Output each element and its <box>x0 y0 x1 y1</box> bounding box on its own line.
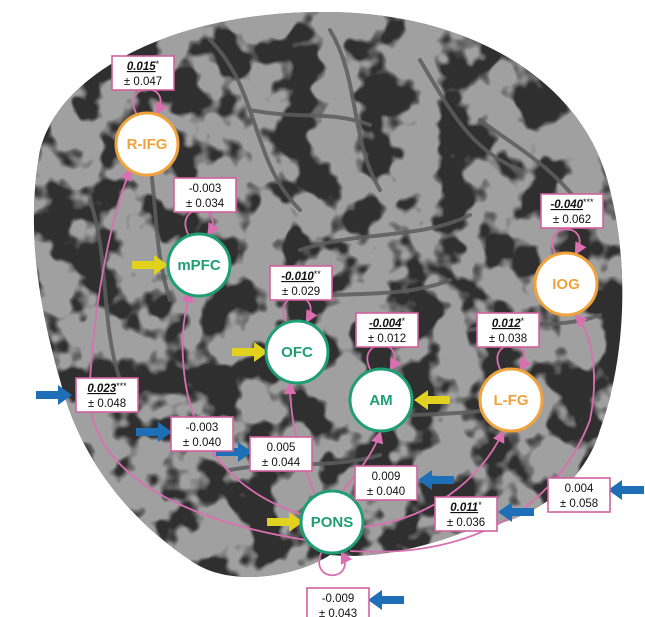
coef-error: ± 0.043 <box>319 608 357 617</box>
input-arrow-blue-self-pons <box>368 590 404 610</box>
node-ofc: OFC <box>266 321 328 383</box>
coef-label-self-pons: -0.009 ± 0.043 <box>307 588 369 617</box>
node-lfg: L-FG <box>480 369 542 431</box>
coef-value: 0.009 <box>372 471 401 483</box>
coef-label-self-lfg: 0.012* ± 0.038 <box>477 313 539 347</box>
node-mpfc: mPFC <box>168 234 230 296</box>
coef-error: ± 0.048 <box>88 398 126 410</box>
node-label: mPFC <box>177 257 221 274</box>
coef-value: 0.011* <box>450 500 482 514</box>
coef-label-pons-mpfc: -0.003 ± 0.040 <box>171 417 233 451</box>
coef-label-self-am: -0.004* ± 0.012 <box>356 313 418 347</box>
coef-label-pons-am: 0.009 ± 0.040 <box>355 466 417 500</box>
coef-label-self-iog: -0.040***± 0.062 <box>541 194 603 228</box>
coef-label-pons-rifg: 0.023***± 0.048 <box>76 378 138 412</box>
coef-label-pons-iog: 0.004 ± 0.058 <box>548 478 610 512</box>
coef-value: -0.009 <box>322 593 355 605</box>
coef-value: 0.005 <box>267 442 296 454</box>
node-am: AM <box>350 369 412 431</box>
node-label: AM <box>369 392 392 409</box>
coef-value: -0.004* <box>369 316 406 330</box>
coef-error: ± 0.038 <box>489 333 527 345</box>
coef-error: ± 0.040 <box>367 486 405 498</box>
coef-error: ± 0.029 <box>282 286 320 298</box>
node-pons: PONS <box>301 491 363 553</box>
coef-error: ± 0.062 <box>553 214 591 226</box>
node-label: IOG <box>552 276 580 293</box>
coef-error: ± 0.034 <box>186 198 225 210</box>
coef-value: -0.003 <box>189 183 222 195</box>
coef-error: ± 0.040 <box>183 437 221 449</box>
coef-value: 0.004 <box>565 483 594 495</box>
coef-error: ± 0.012 <box>368 333 406 345</box>
coef-label-self-mpfc: -0.003 ± 0.034 <box>174 178 236 212</box>
node-label: L-FG <box>494 392 529 409</box>
node-label: R-IFG <box>127 136 168 153</box>
node-label: OFC <box>281 344 313 361</box>
node-label: PONS <box>311 514 354 531</box>
coef-label-self-ofc: -0.010**± 0.029 <box>270 266 332 300</box>
coef-value: -0.003 <box>186 422 219 434</box>
coef-error: ± 0.047 <box>124 76 162 88</box>
coef-value: 0.012* <box>492 316 525 330</box>
coef-value: 0.015* <box>127 59 160 73</box>
node-rifg: R-IFG <box>116 113 178 175</box>
node-iog: IOG <box>535 253 597 315</box>
coef-label-pons-ofc: 0.005 ± 0.044 <box>250 437 312 471</box>
input-arrow-blue-pons-iog <box>608 480 644 500</box>
coef-error: ± 0.044 <box>262 457 301 469</box>
coef-error: ± 0.036 <box>447 517 485 529</box>
coef-label-self-rifg: 0.015* ± 0.047 <box>112 56 174 90</box>
coef-label-pons-lfg: 0.011* ± 0.036 <box>435 497 497 531</box>
coef-error: ± 0.058 <box>560 498 598 510</box>
